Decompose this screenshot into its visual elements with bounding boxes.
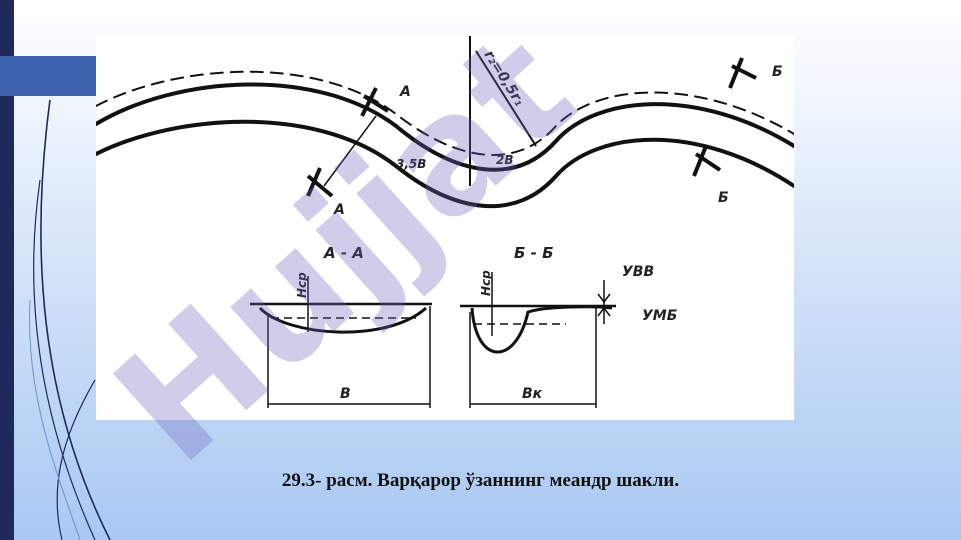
section-b-low-water-label: УМБ	[642, 308, 677, 324]
channel-plan	[96, 70, 794, 209]
decorative-curves	[29, 99, 111, 540]
radius-label: r₂=0,5r₁	[481, 48, 528, 110]
section-mark-a-top: А	[399, 84, 411, 100]
section-a-title: А - А	[323, 244, 364, 262]
dim-label-left: 3,5B	[396, 157, 426, 171]
radius-line	[469, 36, 537, 186]
section-a-profile	[250, 276, 432, 408]
section-a-depth-label: Hср	[295, 272, 309, 298]
section-b-profile	[460, 272, 616, 408]
section-marker-a	[306, 87, 390, 198]
figure-caption: 29.3- расм. Варқарор ўзаннинг меандр шак…	[281, 470, 680, 491]
section-b-width-label: Bк	[522, 386, 543, 402]
section-b-depth-label: Hср	[479, 270, 493, 296]
section-b-title: Б - Б	[514, 244, 554, 262]
meander-figure: А А r₂=0,5r₁ 3,5B 2B Б Б А - А	[96, 36, 794, 420]
section-mark-a-bottom: А	[333, 202, 345, 218]
section-mark-b-top: Б	[772, 64, 783, 80]
section-marker-b	[692, 57, 757, 177]
accent-block	[0, 56, 96, 96]
left-sidebar-bar	[0, 0, 14, 540]
section-b-high-water-label: УВВ	[622, 264, 654, 280]
section-mark-b-bottom: Б	[718, 190, 729, 206]
section-a-width-label: B	[340, 386, 351, 402]
dim-label-right: 2B	[496, 153, 514, 167]
